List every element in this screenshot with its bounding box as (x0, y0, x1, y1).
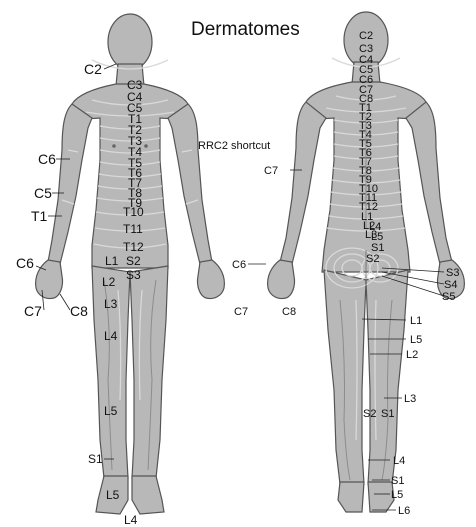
front-label-s3: S3 (126, 268, 141, 282)
front-left-foot (132, 476, 164, 514)
back-label-s1-leg: S1 (381, 408, 394, 420)
back-label-c6-hand: C6 (232, 259, 246, 271)
back-label-s2: S2 (366, 253, 379, 265)
front-label-l5: L5 (104, 404, 118, 418)
back-label-l3-leg: L3 (404, 393, 416, 405)
back-left-hand (268, 260, 295, 299)
front-label-c6-hand: C6 (16, 255, 34, 271)
back-right-arm (406, 102, 452, 264)
front-label-l5-foot: L5 (106, 488, 120, 502)
front-label-l1: L1 (105, 254, 119, 268)
diagram-title: Dermatomes (191, 19, 300, 40)
front-right-arm (48, 104, 92, 264)
front-label-c8-hand: C8 (70, 303, 88, 319)
annotation-rrc2-shortcut: RRC2 shortcut (198, 140, 270, 152)
front-label-l2: L2 (102, 275, 116, 289)
front-label-c7-hand: C7 (24, 303, 42, 319)
back-left-arm (280, 102, 326, 264)
back-label-c7-arm: C7 (264, 165, 278, 177)
front-label-l4: L4 (104, 329, 118, 343)
front-left-arm (168, 104, 212, 264)
front-label-t10: T10 (123, 205, 144, 219)
front-nipple-left (144, 144, 148, 148)
front-left-hand (197, 260, 224, 299)
back-label-l2-leg: L2 (406, 349, 418, 361)
back-label-c7-hand: C7 (234, 306, 248, 318)
back-label-l5-leg: L5 (410, 334, 422, 346)
front-label-t12: T12 (123, 240, 144, 254)
front-label-c5-arm: C5 (34, 185, 52, 201)
front-label-c6-arm: C6 (38, 151, 56, 167)
front-label-t11: T11 (123, 222, 143, 236)
back-label-l1-leg: L1 (410, 315, 422, 327)
back-label-s2-leg: S2 (363, 408, 376, 420)
front-right-hand (36, 260, 63, 299)
back-label-c8-hand: C8 (282, 306, 296, 318)
back-label-s3: S3 (446, 267, 459, 279)
front-label-t1-arm: T1 (31, 208, 48, 224)
front-nipple-right (112, 144, 116, 148)
front-label-l4-foot: L4 (124, 513, 138, 527)
back-label-s5: S5 (442, 291, 455, 303)
back-label-c2: C2 (359, 30, 373, 42)
back-left-foot (338, 482, 364, 512)
back-right-leg (366, 270, 408, 484)
front-label-s1: S1 (88, 452, 103, 466)
back-label-l5-foot: L5 (391, 489, 403, 501)
front-label-c2: C2 (84, 61, 102, 77)
back-label-l6-foot: L6 (398, 505, 410, 517)
front-head (108, 14, 152, 70)
back-label-s4: S4 (444, 279, 457, 291)
front-label-l3: L3 (104, 297, 118, 311)
back-left-leg (324, 270, 366, 484)
back-label-s1-ankle: S1 (391, 475, 404, 487)
front-label-s2: S2 (126, 254, 141, 268)
back-label-l4-leg: L4 (393, 455, 405, 467)
